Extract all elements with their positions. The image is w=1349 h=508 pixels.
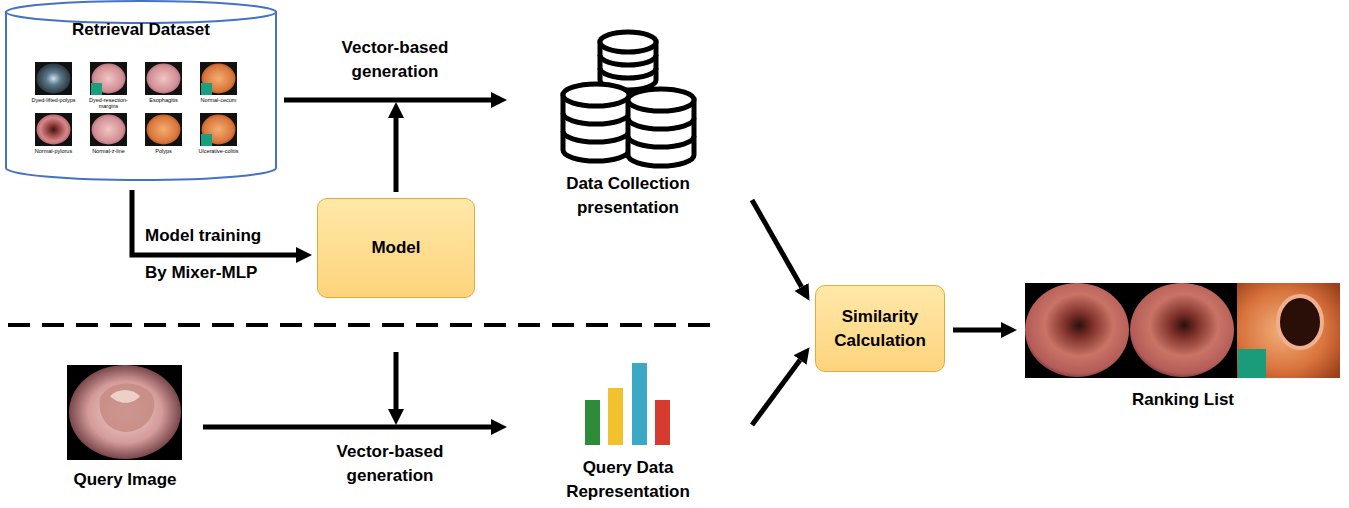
edge-label: Model training <box>145 224 295 248</box>
dataset-thumbnails <box>200 62 237 95</box>
database-node: Data Collection presentation <box>512 25 744 220</box>
database-icon <box>600 55 656 65</box>
bar-chart-icon <box>585 400 600 445</box>
thumbnail-caption: Polyps <box>137 148 191 154</box>
thumbnail-caption: Esophagitis <box>137 97 191 103</box>
dataset-cylinder <box>6 12 276 180</box>
thumbnail-caption: Normal-z-line <box>82 148 136 154</box>
thumbnail-caption: Normal-pylorus <box>27 148 81 154</box>
dataset-thumbnails <box>90 113 127 146</box>
dataset-title: Retrieval Dataset <box>6 19 276 41</box>
ranking-images <box>1025 283 1340 378</box>
dataset-cylinder <box>6 1 276 23</box>
dataset-thumbnails <box>145 62 182 95</box>
query-image-node: Query Image <box>55 362 195 492</box>
query-image-picture <box>100 383 155 431</box>
query-image-picture <box>110 390 140 403</box>
database-icon <box>628 136 694 147</box>
dataset-thumbnails <box>201 83 212 95</box>
dataset-thumbnails <box>147 115 181 145</box>
thumbnail-caption: Dyed-lifted-polyps <box>27 97 81 103</box>
thumbnail-caption: Ulcerative-colitis <box>192 148 246 154</box>
icon-caption: Query Data Representation <box>558 456 698 504</box>
flow-arrow <box>752 360 800 425</box>
bar-chart-icon <box>608 388 623 445</box>
thumbnail-caption: Normal-cecum <box>192 97 246 103</box>
icon-caption: Query Image <box>55 468 195 492</box>
dataset-thumbnails <box>37 64 71 94</box>
bar-chart-icon <box>585 363 670 445</box>
flow-arrow <box>203 425 491 430</box>
dataset-thumbnails <box>200 113 237 146</box>
dataset-thumbnails <box>35 62 237 146</box>
chart-node: Query Data Representation <box>512 358 744 504</box>
database-icon <box>628 118 694 129</box>
ranking-images <box>1237 283 1340 378</box>
flow-arrows <box>394 352 399 409</box>
ranking-images <box>1278 296 1322 348</box>
dataset-thumbnails <box>92 115 126 145</box>
flow-arrow <box>953 328 1001 333</box>
query-image-picture <box>67 365 182 460</box>
dataset-thumbnails <box>37 115 71 145</box>
flow-arrow <box>284 98 491 103</box>
dataset-thumbnails <box>201 134 212 146</box>
dataset-thumbnails <box>35 113 72 146</box>
edge-label: Vector-based generation <box>325 440 455 488</box>
flow-arrow <box>752 200 802 287</box>
ranking-node: Ranking List <box>1022 280 1344 412</box>
dataset-thumbnails <box>90 62 127 95</box>
process-box: Model <box>317 198 475 298</box>
database-icon <box>563 113 629 124</box>
dataset-thumbnails <box>145 113 182 146</box>
database-icon <box>628 89 694 111</box>
annotation-label: By Mixer-MLP <box>145 261 295 285</box>
bar-chart-icon <box>655 400 670 445</box>
flow-arrows <box>394 118 399 192</box>
dataset-thumbnails <box>91 83 102 95</box>
bar-chart-icon <box>632 363 647 445</box>
ranking-images <box>1238 349 1266 378</box>
thumbnail-caption: Dyed-resection-margins <box>82 97 136 109</box>
query-image-picture <box>67 365 182 460</box>
database-icon <box>563 84 629 106</box>
edge-label: Vector-based generation <box>330 36 460 84</box>
database-icon <box>600 68 656 78</box>
ranking-images <box>1130 283 1234 377</box>
separator-dashed-line <box>8 323 720 327</box>
database-icon <box>563 131 629 142</box>
ranking-images <box>1025 283 1129 377</box>
query-image-picture <box>69 365 181 459</box>
database-icon <box>563 32 694 166</box>
dataset-cylinder <box>6 1 276 180</box>
box-label: Model <box>371 236 420 260</box>
dataset-thumbnails <box>147 64 181 94</box>
database-icon <box>600 32 656 52</box>
flow-arrow <box>132 190 296 255</box>
dataset-thumbnails <box>35 62 72 95</box>
icon-caption: Ranking List <box>1083 388 1283 412</box>
dataset-cylinder-node: Retrieval DatasetDyed-lifted-polypsDyed-… <box>6 1 276 182</box>
box-label: Similarity Calculation <box>826 305 934 353</box>
icon-caption: Data Collection presentation <box>553 172 703 220</box>
process-box: Similarity Calculation <box>815 285 945 372</box>
ranking-images <box>1025 283 1340 378</box>
